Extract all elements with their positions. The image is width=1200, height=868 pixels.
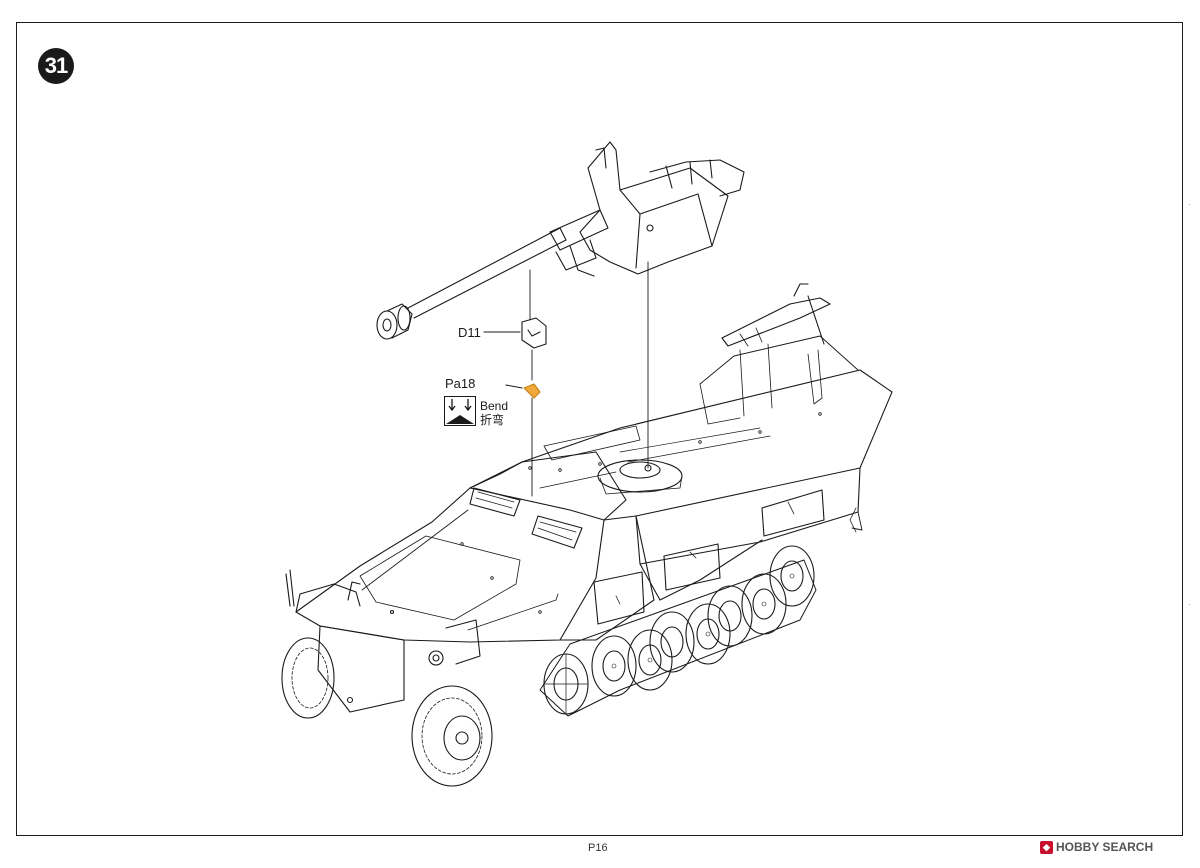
scan-edge-mark: ·	[1188, 600, 1191, 609]
bend-label-en: Bend	[480, 399, 509, 413]
halftrack-hull	[285, 283, 893, 713]
bend-label-cn: 折弯	[480, 413, 505, 427]
assembly-guide-lines	[529, 261, 649, 497]
bend-instruction: Bend 折弯	[480, 399, 508, 427]
page-frame	[16, 22, 1183, 836]
page-number: P16	[588, 842, 608, 854]
hobby-search-watermark: ◆ HOBBY SEARCH	[1040, 840, 1153, 854]
part-d11	[483, 317, 547, 349]
watermark-text: HOBBY SEARCH	[1056, 840, 1154, 854]
part-d11-label: D11	[458, 325, 481, 340]
bend-icon	[444, 396, 476, 426]
step-number-badge: 31	[38, 48, 74, 84]
hobby-search-logo-icon: ◆	[1040, 840, 1053, 854]
gun-assembly	[376, 141, 745, 340]
track-and-road-wheels	[539, 545, 817, 717]
part-pa18	[505, 383, 541, 399]
scan-edge-mark: ·	[1188, 200, 1191, 209]
step-number: 31	[44, 53, 69, 78]
part-pa18-label: Pa18	[445, 376, 476, 391]
front-wheels	[281, 637, 493, 787]
